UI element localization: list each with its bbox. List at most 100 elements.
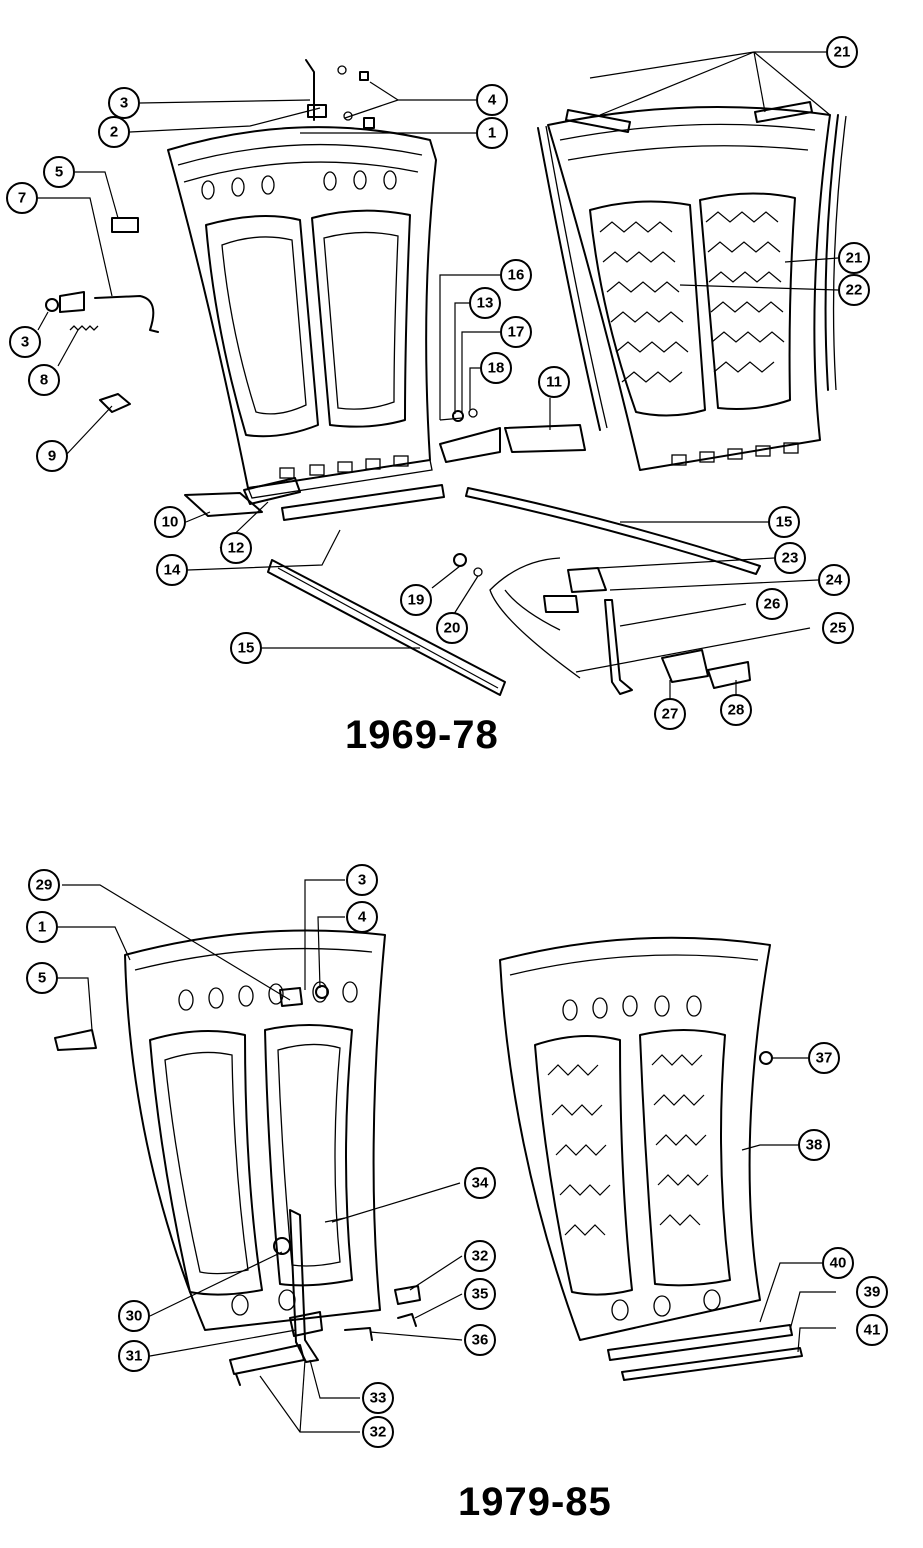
hood-1969-outer bbox=[167, 126, 437, 499]
svg-text:33: 33 bbox=[370, 1390, 387, 1407]
svg-text:35: 35 bbox=[472, 1286, 489, 1303]
callout-3: 3 bbox=[346, 864, 378, 896]
callout-33: 33 bbox=[362, 1382, 394, 1414]
callout-15-upper: 15 bbox=[768, 506, 800, 538]
seal-14 bbox=[281, 484, 445, 521]
callout-14: 14 bbox=[156, 554, 188, 586]
callout-25: 25 bbox=[822, 612, 854, 644]
callouts-1969: 21 3 2 4 1 5 7 3 8 9 10 12 14 15 16 13 1… bbox=[6, 36, 870, 730]
top-seal-right bbox=[754, 101, 813, 123]
hood-1979-inner bbox=[499, 936, 803, 1381]
svg-text:36: 36 bbox=[472, 1332, 489, 1349]
hood-1969-inner bbox=[537, 101, 847, 471]
callout-6: 21 bbox=[826, 36, 858, 68]
callout-12: 12 bbox=[220, 532, 252, 564]
callout-7: 7 bbox=[6, 182, 38, 214]
svg-text:40: 40 bbox=[830, 1255, 847, 1272]
svg-text:27: 27 bbox=[662, 706, 679, 723]
seal-15-lower bbox=[267, 559, 506, 696]
callout-2: 2 bbox=[98, 116, 130, 148]
callout-23: 23 bbox=[774, 542, 806, 574]
svg-text:29: 29 bbox=[36, 877, 53, 894]
callout-21: 21 bbox=[838, 242, 870, 274]
callout-19: 19 bbox=[400, 584, 432, 616]
svg-text:26: 26 bbox=[764, 596, 781, 613]
svg-text:24: 24 bbox=[826, 572, 843, 589]
svg-text:21: 21 bbox=[846, 250, 863, 267]
vent-holes bbox=[562, 995, 702, 1021]
svg-text:13: 13 bbox=[477, 295, 494, 312]
insulation-zigzag bbox=[599, 211, 785, 383]
insulation-pad-right bbox=[699, 192, 796, 410]
svg-text:32: 32 bbox=[472, 1248, 489, 1265]
svg-text:32: 32 bbox=[370, 1424, 387, 1441]
svg-text:4: 4 bbox=[358, 909, 367, 926]
side-seal-right bbox=[824, 114, 839, 391]
callout-3-top: 3 bbox=[108, 87, 140, 119]
callout-4: 4 bbox=[476, 84, 508, 116]
svg-text:1: 1 bbox=[488, 125, 496, 142]
insulation-pad-left bbox=[589, 200, 706, 417]
svg-text:5: 5 bbox=[55, 164, 63, 181]
seal-15-upper bbox=[465, 487, 761, 575]
section-heading-1969-78: 1969-78 bbox=[345, 713, 499, 757]
svg-text:37: 37 bbox=[816, 1050, 833, 1067]
svg-text:38: 38 bbox=[806, 1137, 823, 1154]
callout-13: 13 bbox=[469, 287, 501, 319]
svg-text:20: 20 bbox=[444, 620, 461, 637]
callout-3-left: 3 bbox=[9, 326, 41, 358]
svg-text:3: 3 bbox=[21, 334, 29, 351]
svg-text:18: 18 bbox=[488, 360, 505, 377]
svg-text:14: 14 bbox=[164, 562, 181, 579]
leader-lines bbox=[37, 51, 839, 1433]
svg-text:39: 39 bbox=[864, 1284, 881, 1301]
callout-27: 27 bbox=[654, 698, 686, 730]
callout-26: 26 bbox=[756, 588, 788, 620]
callout-5: 5 bbox=[43, 156, 75, 188]
svg-text:16: 16 bbox=[508, 267, 525, 284]
callout-30: 30 bbox=[118, 1300, 150, 1332]
callout-11: 11 bbox=[538, 366, 570, 398]
callout-15-lower: 15 bbox=[230, 632, 262, 664]
callout-24: 24 bbox=[818, 564, 850, 596]
svg-text:19: 19 bbox=[408, 592, 425, 609]
callout-31: 31 bbox=[118, 1340, 150, 1372]
callout-40: 40 bbox=[822, 1247, 854, 1279]
svg-text:30: 30 bbox=[126, 1308, 143, 1325]
svg-text:28: 28 bbox=[728, 702, 745, 719]
svg-text:17: 17 bbox=[508, 324, 525, 341]
vent-holes bbox=[201, 170, 397, 200]
insulation-zigzag bbox=[547, 1054, 709, 1236]
svg-text:23: 23 bbox=[782, 550, 799, 567]
callout-18: 18 bbox=[480, 352, 512, 384]
small-parts-1979 bbox=[54, 985, 421, 1386]
callout-37: 37 bbox=[808, 1042, 840, 1074]
svg-text:3: 3 bbox=[358, 872, 366, 889]
svg-text:21: 21 bbox=[834, 44, 851, 61]
callout-35: 35 bbox=[464, 1278, 496, 1310]
callout-10: 10 bbox=[154, 506, 186, 538]
callout-22: 22 bbox=[838, 274, 870, 306]
callout-38: 38 bbox=[798, 1129, 830, 1161]
callout-32-bottom: 32 bbox=[362, 1416, 394, 1448]
callout-5: 5 bbox=[26, 962, 58, 994]
callout-39: 39 bbox=[856, 1276, 888, 1308]
callout-1: 1 bbox=[476, 117, 508, 149]
callout-20: 20 bbox=[436, 612, 468, 644]
callout-28: 28 bbox=[720, 694, 752, 726]
callout-9: 9 bbox=[36, 440, 68, 472]
bottom-holes bbox=[611, 1289, 721, 1321]
top-seal-left bbox=[565, 109, 631, 133]
side-seal-left bbox=[537, 127, 601, 431]
svg-text:15: 15 bbox=[238, 640, 255, 657]
hood-1979-outer bbox=[124, 929, 386, 1331]
bottom-slots bbox=[671, 442, 799, 466]
callout-1: 1 bbox=[26, 911, 58, 943]
svg-text:10: 10 bbox=[162, 514, 179, 531]
svg-text:7: 7 bbox=[18, 190, 26, 207]
svg-text:1: 1 bbox=[38, 919, 46, 936]
svg-text:8: 8 bbox=[40, 372, 48, 389]
callout-36: 36 bbox=[464, 1324, 496, 1356]
callout-4: 4 bbox=[346, 901, 378, 933]
